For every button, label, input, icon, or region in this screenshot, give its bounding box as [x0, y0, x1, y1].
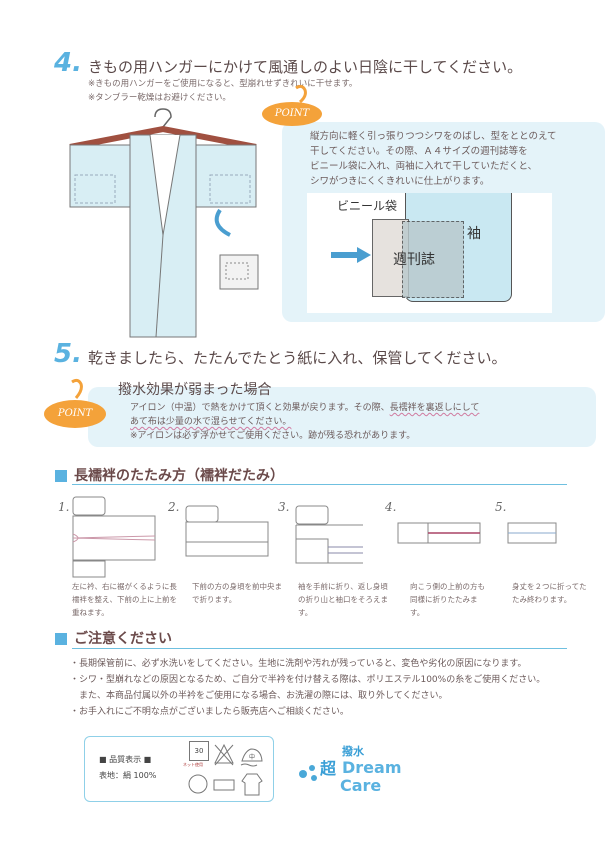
divider [72, 648, 567, 649]
water-splash-icon [299, 765, 317, 781]
fold-step-1-illustration [72, 496, 156, 578]
fold-step-text: 袖を手前に折り、返し身頃の折り山と袖口をそろえます。 [298, 582, 388, 617]
point-text-line: 縦方向に軽く引っ張りつつシワをのばし、型をととのえて [310, 131, 557, 142]
section-marker [55, 470, 67, 482]
material-text: 表地：絹 100% [99, 771, 157, 780]
hanger-hook-icon [295, 84, 307, 104]
step4-number: 4. [54, 48, 82, 78]
logo-line2: Dream [342, 758, 402, 777]
fold-step-text: 下前の方の身頃を前中央まで折ります。 [192, 582, 282, 604]
wash-temp: 30 [194, 747, 204, 755]
dry-clean-icon [188, 774, 208, 794]
hang-dry-icon [241, 773, 263, 796]
iron-medium-icon: 中 [240, 748, 263, 767]
fold-step-number: 3. [278, 500, 290, 514]
fold-step-2-illustration [185, 505, 269, 557]
no-tumble-icon [213, 779, 235, 791]
step4-note-2: ※タンブラー乾燥はお避けください。 [88, 93, 231, 103]
net-text: ネット使用 [183, 762, 203, 767]
fold-step-text: 向こう側の上前の方も同様に折りたたみます。 [410, 582, 485, 617]
point-text-emphasis: 長襦袢を裏返しにして [389, 403, 480, 413]
point-text-line: ビニール袋に入れ、両袖に入れて干していただくと、 [310, 161, 538, 172]
fold-step-3-illustration [295, 505, 363, 564]
point-text: アイロン（中温）で熱をかけて頂くと効果が戻ります。その際、 [130, 403, 390, 413]
caution-item: ・お手入れにご不明な点がございましたら販売店へご相談ください。 [70, 707, 349, 717]
logo-line1: 撥水 [342, 745, 364, 758]
step5-point-box [88, 387, 596, 447]
step5-title: 乾きましたら、たたんでたとう紙に入れ、保管してください。 [88, 349, 507, 367]
point-badge: POINT [262, 102, 322, 126]
kimono-hanger-illustration [69, 108, 259, 338]
divider [72, 484, 567, 485]
section-marker [55, 633, 67, 645]
logo-line3: Care [340, 776, 382, 795]
arrow-right-icon [331, 247, 371, 263]
fold-step-text: 左に衿、右に裾がくるように長襦袢を整え、下前の上に上前を重ねます。 [72, 582, 177, 617]
magazine-label: 週刊誌 [393, 252, 435, 268]
hanger-hook-icon [71, 378, 83, 399]
fold-step-4-illustration [397, 522, 481, 544]
bag-label: ビニール袋 [337, 199, 398, 213]
dream-care-logo: 超 撥水 Dream Care [298, 746, 418, 802]
folding-heading: 長襦袢のたたみ方（襦袢だたみ） [74, 468, 284, 484]
point-note: ※アイロンは必ず浮かせてご使用ください。跡が残る恐れがあります。 [130, 431, 416, 441]
logo-kanji: 超 [320, 759, 337, 778]
fold-step-text: 身丈を２つに折ってたたみ終わります。 [512, 582, 587, 604]
point-text-line: 干してください。その際、Ａ４サイズの週刊誌等を [310, 146, 528, 157]
step4-note-1: ※きもの用ハンガーをご使用になると、型崩れせずきれいに干せます。 [88, 79, 358, 89]
fold-step-5-illustration [507, 522, 557, 544]
point-text-emphasis: あて布は少量の水で湿らせてください。 [130, 417, 292, 427]
caution-item: ・長期保管前に、必ず水洗いをしてください。生地に洗剤や汚れが残っていると、変色や… [70, 659, 527, 669]
iron-text: 中 [249, 753, 255, 761]
step5-number: 5. [54, 339, 82, 369]
point-text-line: シワがつきにくくきれいに仕上がります。 [310, 176, 490, 187]
caution-item: ・シワ・型崩れなどの原因となるため、ご自分で半衿を付け替える際は、ポリエステル1… [70, 675, 546, 685]
caution-item: また、本商品付属以外の半衿をご使用になる場合、お洗濯の際には、取り外してください… [70, 691, 448, 701]
fold-step-number: 4. [385, 500, 397, 514]
fold-step-number: 2. [168, 500, 180, 514]
fold-step-number: 1. [58, 500, 70, 514]
caution-heading: ご注意ください [74, 631, 172, 647]
step4-title: きもの用ハンガーにかけて風通しのよい日陰に干してください。 [88, 58, 523, 76]
quality-heading: ■ 品質表示 ■ [99, 755, 152, 764]
sleeve-label: 袖 [467, 226, 481, 242]
fold-step-number: 5. [495, 500, 507, 514]
point-heading: 撥水効果が弱まった場合 [118, 382, 272, 398]
sleeve-diagram: 袖 週刊誌 ビニール袋 [307, 193, 552, 313]
point-badge: POINT [44, 400, 106, 428]
quality-label-box: ■ 品質表示 ■ 表地：絹 100% 30 ネット使用 中 [84, 736, 274, 802]
wash-30-net-icon: 30 [189, 741, 209, 761]
no-bleach-icon [214, 743, 234, 766]
